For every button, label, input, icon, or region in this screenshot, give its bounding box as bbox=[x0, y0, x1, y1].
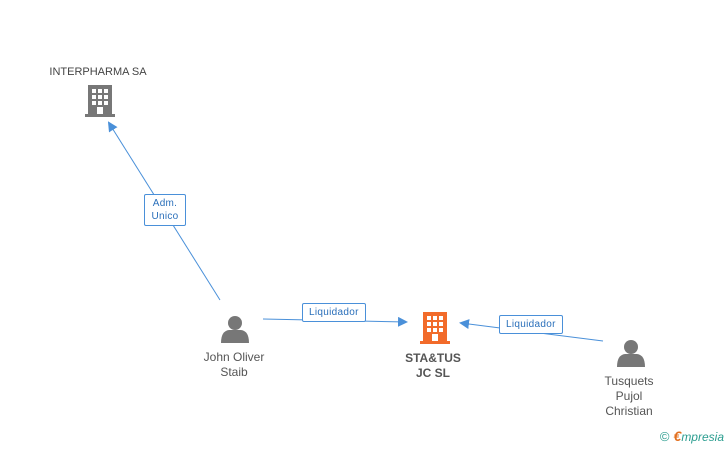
person-icon[interactable] bbox=[617, 340, 645, 367]
edge-label-text: Liquidador bbox=[506, 319, 556, 330]
copyright-symbol: © bbox=[659, 429, 670, 444]
edge-label-line2: Unico bbox=[151, 211, 179, 222]
building-icon[interactable] bbox=[85, 85, 115, 117]
person-name-line2: Staib bbox=[220, 365, 248, 379]
company-name: INTERPHARMA SA bbox=[49, 66, 147, 78]
node-label-interpharma[interactable]: INTERPHARMA SA bbox=[40, 65, 156, 80]
node-label-tusquets[interactable]: Tusquets Pujol Christian bbox=[589, 374, 669, 419]
company-name-line2: JC SL bbox=[415, 366, 450, 380]
brand-logo: ©€mpresia bbox=[660, 428, 724, 444]
brand-initial: € bbox=[673, 428, 682, 444]
edge-label-liquidador[interactable]: Liquidador bbox=[302, 303, 366, 322]
node-label-status[interactable]: STA&TUS JC SL bbox=[385, 351, 481, 381]
edge-label-line1: Adm. bbox=[152, 198, 178, 209]
company-name-line1: STA&TUS bbox=[405, 351, 461, 365]
building-icon[interactable] bbox=[420, 312, 450, 344]
node-label-john[interactable]: John Oliver Staib bbox=[188, 350, 280, 380]
edge-label-liquidador[interactable]: Liquidador bbox=[499, 315, 563, 334]
edge-label-text: Liquidador bbox=[309, 307, 359, 318]
person-name-line3: Christian bbox=[605, 404, 653, 418]
person-name-line1: John Oliver bbox=[203, 350, 265, 364]
person-name-line1: Tusquets bbox=[604, 374, 654, 388]
person-name-line2: Pujol bbox=[615, 389, 643, 403]
edge-label-adm-unico[interactable]: Adm. Unico bbox=[144, 194, 186, 226]
person-icon[interactable] bbox=[221, 316, 249, 343]
brand-name: mpresia bbox=[681, 430, 724, 444]
